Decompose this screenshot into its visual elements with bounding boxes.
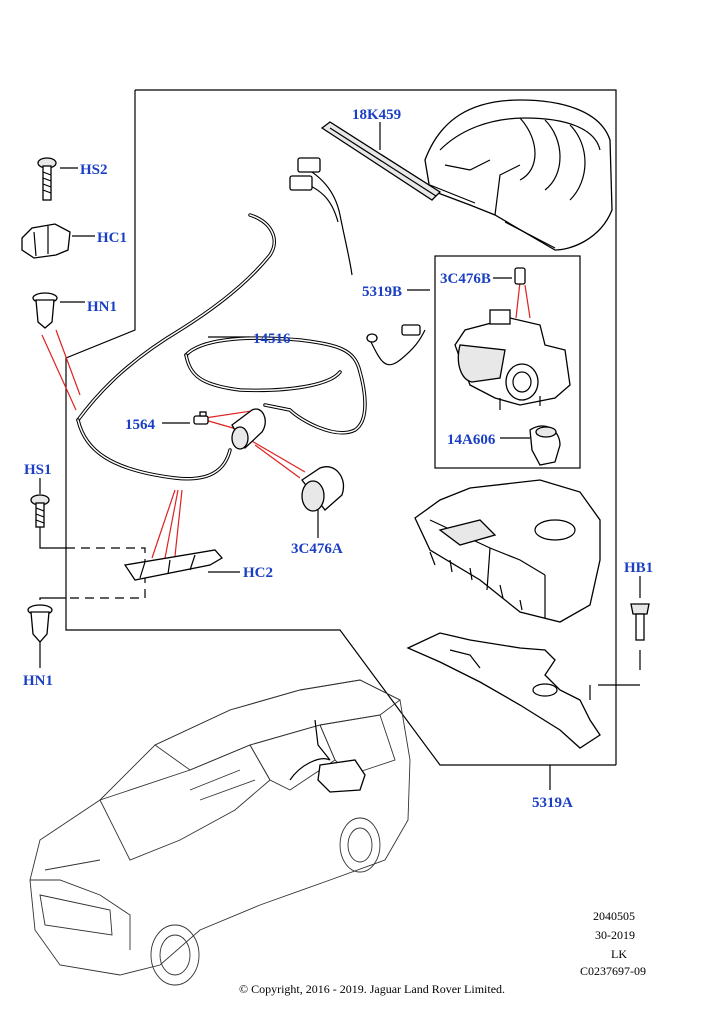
wiring-harness <box>289 157 426 366</box>
label-hn1-bottom[interactable]: HN1 <box>23 673 53 689</box>
bolt-hs2 <box>37 157 57 201</box>
fitting-1564 <box>193 411 209 425</box>
vehicle-illustration <box>29 679 411 986</box>
part-14a606 <box>529 425 561 466</box>
label-14516[interactable]: 14516 <box>253 331 291 347</box>
air-pipe-14516 <box>76 213 367 481</box>
pipe-filter <box>231 408 266 450</box>
filter-3c476a <box>301 466 345 512</box>
compressor-5319b <box>454 267 571 410</box>
clip-hc1 <box>21 223 71 259</box>
mounting-bracket <box>406 632 601 749</box>
meta-line-3: LK <box>611 947 627 961</box>
subassembly-box-5319b <box>434 255 581 469</box>
dashed-connectors <box>39 525 146 600</box>
label-5319a[interactable]: 5319A <box>532 795 573 811</box>
label-3c476a[interactable]: 3C476A <box>291 541 343 557</box>
meta-line-1: 2040505 <box>593 909 635 923</box>
label-5319b[interactable]: 5319B <box>362 284 402 300</box>
black-leaders <box>39 122 641 668</box>
label-hs2[interactable]: HS2 <box>80 162 108 178</box>
label-14a606[interactable]: 14A606 <box>447 432 496 448</box>
label-hc1[interactable]: HC1 <box>97 230 127 246</box>
bolt-hs1 <box>30 494 50 528</box>
bolt-hb1 <box>630 603 650 641</box>
label-3c476b[interactable]: 3C476B <box>440 271 491 287</box>
label-1564[interactable]: 1564 <box>125 417 156 433</box>
label-hb1[interactable]: HB1 <box>624 560 653 576</box>
bracket-hc2 <box>123 549 224 581</box>
compressor-housing-tray <box>414 479 601 623</box>
nut-hn1-bottom <box>27 604 53 643</box>
meta-line-2: 30-2019 <box>595 928 635 942</box>
label-hn1-top[interactable]: HN1 <box>87 299 117 315</box>
air-intake-cover <box>424 99 613 251</box>
nut-hn1-top <box>32 292 58 329</box>
meta-line-4: C0237697-09 <box>580 964 646 978</box>
group-frame <box>65 89 641 790</box>
label-18k459[interactable]: 18K459 <box>352 107 401 123</box>
copyright: © Copyright, 2016 - 2019. Jaguar Land Ro… <box>239 982 505 996</box>
label-hs1[interactable]: HS1 <box>24 462 52 478</box>
label-hc2[interactable]: HC2 <box>243 565 273 581</box>
leader-lines <box>41 281 531 559</box>
seal-strip <box>320 121 442 201</box>
